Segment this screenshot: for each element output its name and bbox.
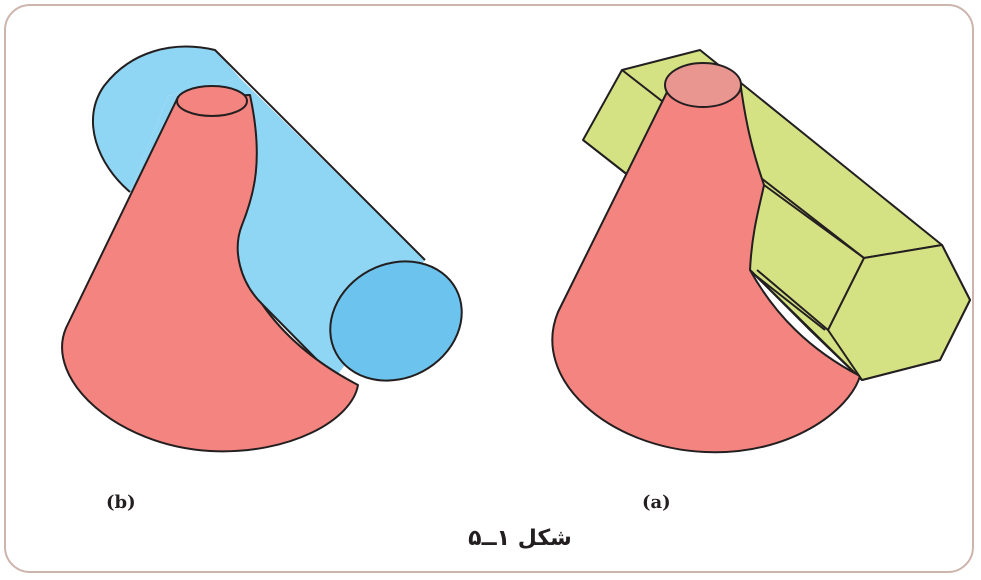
figure-frame bbox=[4, 4, 974, 573]
figure-b-label: (b) bbox=[106, 492, 136, 513]
figure-a-label: (a) bbox=[642, 492, 671, 513]
figure-caption: شکل ۱ــ۵ bbox=[468, 526, 572, 551]
cone-top bbox=[176, 85, 248, 117]
cylinder-back-end bbox=[92, 46, 241, 192]
cylinder-front-end bbox=[329, 260, 463, 382]
figure-b-cone-cylinder bbox=[61, 45, 463, 453]
figure-a-cone-prism bbox=[551, 49, 971, 454]
cone-surface bbox=[551, 79, 861, 454]
cone-top bbox=[664, 62, 742, 108]
cone-surface bbox=[61, 94, 359, 453]
